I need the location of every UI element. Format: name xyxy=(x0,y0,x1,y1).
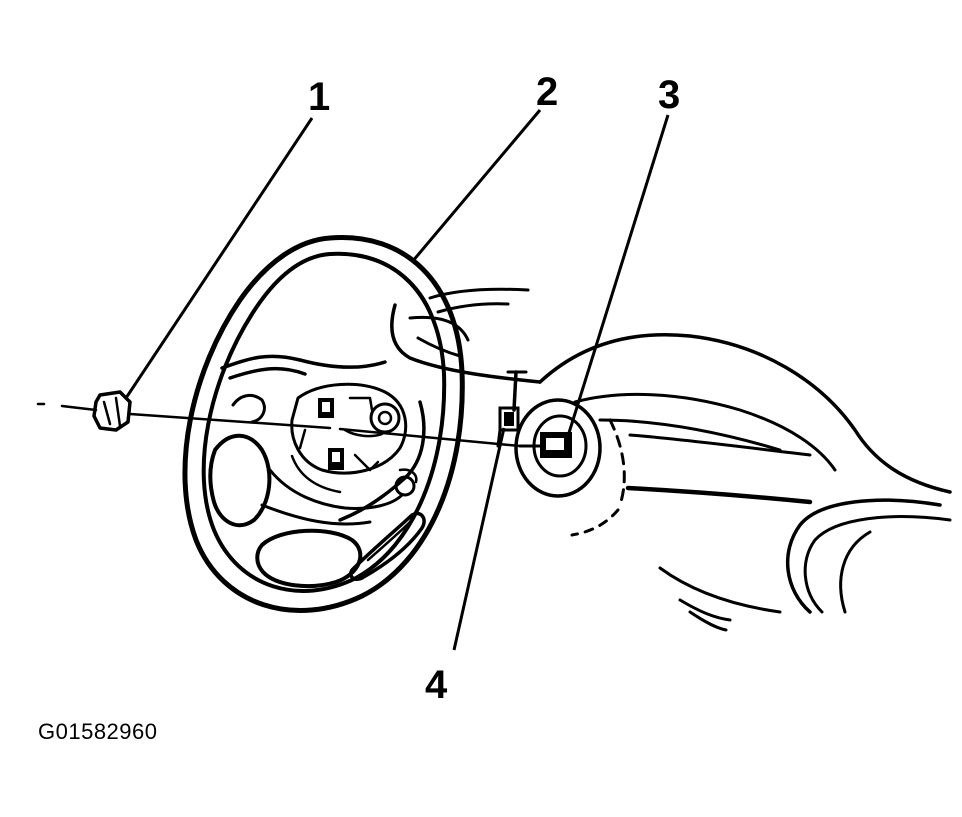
callout-2: 2 xyxy=(536,70,558,114)
figure-code: G01582960 xyxy=(38,719,158,744)
callout-1: 1 xyxy=(308,75,330,119)
callout-leaders xyxy=(124,109,670,651)
callout-3: 3 xyxy=(658,73,680,117)
steering-column-hub xyxy=(514,398,602,498)
center-axis-line xyxy=(36,402,522,448)
steering-wheel-nut xyxy=(92,390,132,432)
instrument-panel xyxy=(390,287,952,632)
steering-wheel xyxy=(182,235,465,613)
callout-4: 4 xyxy=(425,663,448,707)
